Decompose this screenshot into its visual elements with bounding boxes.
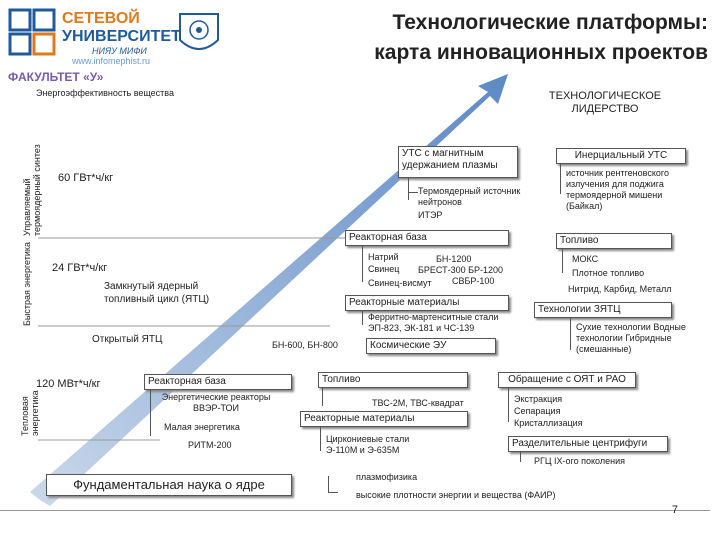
zirconium-label: Циркониевые стали Э-110М и Э-635М <box>326 434 410 455</box>
fast-fuel-box: Топливо <box>556 233 672 249</box>
univ-sub: НИЯУ МИФИ <box>92 46 147 56</box>
website-link[interactable]: www.infomephist.ru <box>72 56 151 66</box>
tvs-label: ТВС-2М, ТВС-квадрат <box>372 398 464 408</box>
title-line2: карта инновационных проектов <box>374 41 708 64</box>
oyat-box: Обращение с ОЯТ и РАО <box>498 372 636 388</box>
sodium-label: Натрий <box>368 252 399 262</box>
lead-label: Свинец <box>368 264 400 274</box>
crystallization-label: Кристаллизация <box>514 418 583 428</box>
dense-fuel-label: Плотное топливо <box>572 268 645 278</box>
tech-leadership-label: ТЕХНОЛОГИЧЕСКОЕ ЛИДЕРСТВО <box>548 90 662 115</box>
fast-reactor-materials-box: Реакторные материалы <box>345 295 509 311</box>
level-24-label: 24 ГВт*ч/кг <box>52 262 108 274</box>
plasma-physics-label: плазмофизика <box>356 472 418 482</box>
faculty-label: ФАКУЛЬТЕТ «У» <box>8 70 104 84</box>
open-cycle-label: Открытый ЯТЦ <box>92 334 163 345</box>
fundamental-science-box: Фундаментальная наука о ядре <box>46 474 292 496</box>
ytc-tech-box: Технологии ЗЯТЦ <box>534 302 672 318</box>
fast-energy-axis-label: Быстрая энергетика <box>22 241 32 326</box>
dry-tech-label: Сухие технологии Водные технологии Гибри… <box>576 322 686 354</box>
thermo-neutron-source: Термоядерный источник нейтронов <box>418 186 521 207</box>
iter-label: ИТЭР <box>418 210 443 220</box>
institute-seal-icon <box>176 10 222 58</box>
lead-bismuth-label: Свинец-висмут <box>368 278 432 288</box>
nitride-label: Нитрид, Карбид, Металл <box>568 284 672 294</box>
controlled-fusion-axis-label: Управляемый термоядерный синтез <box>22 144 42 236</box>
bn600-label: БН-600, БН-800 <box>272 340 338 350</box>
energy-reactors-label: Энергетические реакторы ВВЭР-ТОИ <box>161 392 271 413</box>
level-60-label: 60 ГВт*ч/кг <box>58 172 114 184</box>
closed-cycle-label: Замкнутый ядерный топливный цикл (ЯТЦ) <box>104 281 210 305</box>
inertial-uts-box: Инерциальный УТС <box>556 148 686 164</box>
energy-efficiency-label: Энергоэффективность вещества <box>35 88 174 98</box>
svbr-label: СВБР-100 <box>452 276 495 286</box>
thermal-fuel-box: Топливо <box>318 372 468 388</box>
thermal-reactor-materials-box: Реакторные материалы <box>300 411 468 427</box>
ritm-label: РИТМ-200 <box>188 440 232 450</box>
thermal-reactor-base-box: Реакторная база <box>144 374 292 390</box>
separation-label: Сепарация <box>514 406 561 416</box>
centrifuge-box: Разделительные центрифуги <box>508 436 668 452</box>
uts-magnetic-box: УТС с магнитным удержанием плазмы <box>398 146 518 178</box>
thermal-energy-axis-label: Тепловая энергетика <box>20 390 40 436</box>
high-density-label: высокие плотности энергии и вещества (ФА… <box>356 490 556 500</box>
xray-source-label: источник рентгеновского излучения для по… <box>566 168 669 211</box>
space-power-box: Космические ЭУ <box>366 338 496 354</box>
univ-line2: УНИВЕРСИТЕТ <box>62 28 181 45</box>
rgc-label: РГЦ IX-ого поколения <box>534 456 625 466</box>
brest-label: БРЕСТ-300 БР-1200 <box>418 265 504 275</box>
bn1200-label: БН-1200 <box>436 254 472 264</box>
level-120-label: 120 МВт*ч/кг <box>36 378 101 390</box>
small-energy-label: Малая энергетика <box>164 422 240 432</box>
extraction-label: Экстракция <box>514 394 563 404</box>
mox-label: МОКС <box>572 254 599 264</box>
univ-line1: СЕТЕВОЙ <box>62 10 140 27</box>
fast-reactor-base-box: Реакторная база <box>345 230 509 246</box>
title-line1: Технологические платформы: <box>392 11 708 34</box>
page-number: 7 <box>671 504 678 516</box>
university-logo <box>8 8 56 56</box>
university-name: СЕТЕВОЙ УНИВЕРСИТЕТ <box>62 10 181 46</box>
page-title: Технологические платформы: карта инновац… <box>288 8 708 68</box>
ferritic-steels-label: Ферритно-мартенситные стали ЭП-823, ЭК-1… <box>368 312 499 333</box>
